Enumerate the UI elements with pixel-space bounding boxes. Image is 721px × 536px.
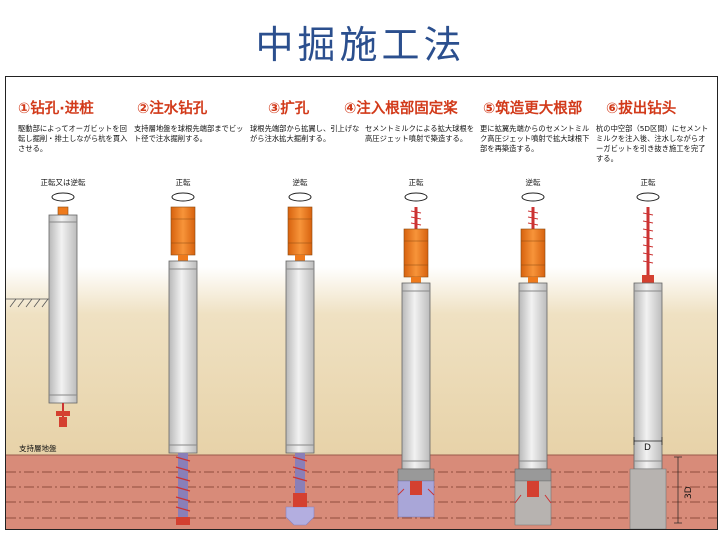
pile-step-6 [629,207,682,529]
step-4-rotation: 正転 [408,178,424,187]
rotation-arrow-icon [288,192,312,202]
step-2-heading: ②注水钻孔 [137,101,208,117]
diagram-frame: ①钻孔·进桩 ②注水钻孔 ③扩孔 ④注入根部固定桨 ⑤筑造更大根部 ⑥拔出钻头 … [5,76,718,530]
step-3-rotation: 逆転 [292,178,308,187]
step-6-heading: ⑥拔出钻头 [606,101,677,117]
step-1-description: 駆動部によってオーガビットを回転し掘削・排土しながら杭を貫入させる。 [18,124,128,153]
rotation-arrow-icon [636,192,660,202]
support-layer-label: 支持層地盤 [19,444,57,453]
step-6-description: 杭の中空部（5D区間）にセメントミルクを注入後、注水しながらオーガビットを引き抜… [596,124,709,163]
step-4-heading: ④注入根部固定桨 [344,101,458,117]
diameter-label: D [644,443,651,453]
step-6-rotation: 正転 [640,178,656,187]
step-1-rotation: 正転又は逆転 [40,178,86,187]
bulb-length-label: 3D [684,486,694,499]
rotation-arrow-icon [404,192,428,202]
pile-step-3 [285,206,315,526]
step-2-rotation: 正転 [175,178,191,187]
rotation-arrow-icon [171,192,195,202]
step-3-description: 球根先端部から拡翼し、引上げながら注水拡大掘削する。 [250,124,360,143]
soil-layer [6,267,717,457]
step-5-heading: ⑤筑造更大根部 [483,101,583,117]
step-3-heading: ③扩孔 [268,101,310,117]
pile-step-4 [397,207,435,518]
pile-step-5 [514,207,552,526]
rotation-arrow-icon [521,192,545,202]
step-5-rotation: 逆転 [525,178,541,187]
step-4-description: セメントミルクによる拡大球根を高圧ジェット噴射で築造する。 [365,124,475,143]
step-2-description: 支持層地盤を球根先端部までビット径で注水掘削する。 [134,124,244,143]
step-1-heading: ①钻孔·进桩 [18,101,94,117]
construction-scene [6,192,717,529]
pile-step-2 [168,206,198,525]
bearing-layer [6,455,717,529]
rotation-arrow-icon [51,192,75,202]
step-5-description: 更に拡翼先端からのセメントミルク高圧ジェット噴射で拡大球根下部を再築造する。 [480,124,590,153]
pile-step-1 [48,206,78,427]
page-title: 中掘施工法 [255,23,466,67]
